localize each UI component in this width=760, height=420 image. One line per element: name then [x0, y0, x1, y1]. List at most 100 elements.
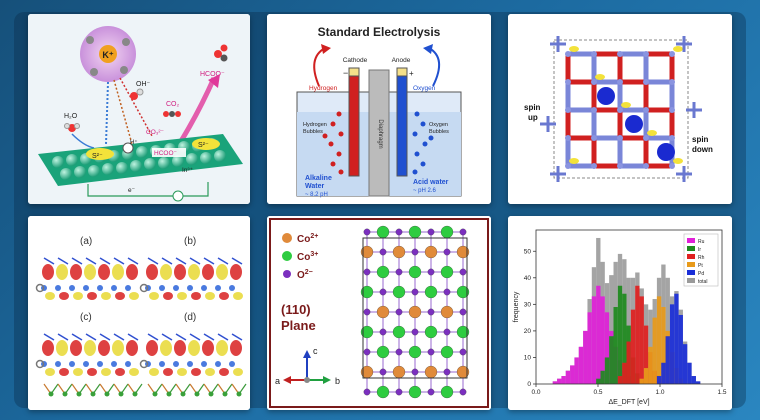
- spin-density-lobe: [595, 74, 605, 80]
- histogram-bar-pd: [682, 344, 688, 384]
- co3-atom: [424, 325, 438, 339]
- density-lobe: [191, 368, 201, 376]
- o-atom: [363, 348, 371, 356]
- histogram-bar-pd: [665, 336, 670, 384]
- density-lobe: [42, 264, 54, 280]
- density-lobe: [59, 368, 69, 376]
- o-atom: [363, 268, 371, 276]
- diaphragm: [368, 69, 390, 197]
- hydrogen-bubbles: [322, 111, 344, 175]
- legend-swatch-ir: [687, 246, 695, 251]
- spin-center-atom: [657, 143, 675, 161]
- co3-atom: [424, 285, 438, 299]
- histogram-bar-ir: [617, 285, 623, 384]
- y-tick-label: 20: [524, 328, 532, 335]
- density-lobe: [174, 264, 186, 280]
- spin-up-label-2: up: [528, 113, 538, 122]
- histogram-bar-total: [648, 309, 653, 384]
- acid-label-2: ~ pH 2.6: [413, 188, 437, 194]
- density-lobe: [70, 340, 82, 356]
- histogram-bar-pt: [661, 307, 666, 384]
- spin-lattice-svg: spin up spin down: [508, 14, 732, 204]
- o-atom: [395, 308, 403, 316]
- y-tick-label: 10: [524, 355, 532, 362]
- histogram-bar-ir: [600, 370, 605, 384]
- co3-atom: [408, 225, 422, 239]
- density-lobe: [73, 292, 83, 300]
- co3-atom: [456, 325, 470, 339]
- o-atom: [379, 248, 387, 256]
- lattice-atom: [669, 51, 675, 57]
- o-atom: [395, 228, 403, 236]
- density-lobe: [188, 264, 200, 280]
- co3-atom: [440, 265, 454, 279]
- plane-label-1: (110): [281, 302, 311, 317]
- co3-atom: [456, 285, 470, 299]
- histogram-bar-rh: [617, 376, 623, 384]
- spin-center-atom: [625, 115, 643, 133]
- o-atom: [443, 328, 451, 336]
- histogram-bar-pd: [691, 376, 696, 384]
- co2-atom: [376, 305, 390, 319]
- density-atom: [125, 361, 131, 367]
- substrate-atom: [48, 391, 54, 397]
- density-atom: [173, 285, 179, 291]
- o-atom: [459, 388, 467, 396]
- oxygen-bubbles: [412, 111, 434, 175]
- lattice-atom: [669, 135, 675, 141]
- histogram-bar-rh: [635, 285, 640, 384]
- co3-atom: [440, 225, 454, 239]
- histogram-bar-pd: [661, 362, 666, 384]
- density-lobe: [174, 340, 186, 356]
- tile-charge-density: (a) (b) (c) (d): [28, 216, 250, 410]
- density-lobe: [56, 340, 68, 356]
- histogram-bar-ru: [557, 378, 562, 384]
- legend-label-total: total: [698, 279, 707, 285]
- density-lobe: [115, 292, 125, 300]
- unit-cell-outline: [362, 237, 468, 379]
- y-tick-label: 30: [524, 302, 532, 309]
- density-lobe: [87, 368, 97, 376]
- co2-legend-label: Co2+: [297, 233, 318, 245]
- histogram-bar-ru: [583, 330, 588, 384]
- co2-atom: [392, 365, 406, 379]
- co3-legend-icon: [282, 251, 292, 261]
- density-lobe: [101, 292, 111, 300]
- co3-atom: [376, 345, 390, 359]
- density-lobe: [126, 340, 138, 356]
- density-atom: [201, 285, 207, 291]
- density-lobe: [149, 292, 159, 300]
- axis-b-label: b: [335, 376, 340, 386]
- lattice-atom: [617, 135, 623, 141]
- lattice-atom: [669, 107, 675, 113]
- co2-label: CO₂: [166, 101, 180, 108]
- co2-atom: [360, 245, 374, 259]
- lattice-atom: [591, 163, 597, 169]
- substrate-atom: [152, 391, 158, 397]
- o-legend-icon: [283, 270, 291, 278]
- o-atom: [363, 388, 371, 396]
- panel-label-d: (d): [184, 312, 196, 323]
- density-lobe: [84, 340, 96, 356]
- co3-atom: [392, 285, 406, 299]
- co3-atom: [360, 325, 374, 339]
- o-atom: [459, 228, 467, 236]
- density-lobe: [115, 368, 125, 376]
- o-atom: [411, 288, 419, 296]
- o-atom: [395, 388, 403, 396]
- density-lobe: [202, 340, 214, 356]
- lattice-atom: [617, 107, 623, 113]
- o-atom: [443, 368, 451, 376]
- in3-label: In³⁺: [182, 167, 194, 174]
- oxygen-bubbles-label-2: Bubbles: [429, 129, 449, 135]
- density-lobe: [45, 368, 55, 376]
- h2o-label: H₂O: [64, 113, 78, 120]
- density-lobe: [59, 292, 69, 300]
- diaphragm-label: Diaphragm: [377, 119, 383, 148]
- density-atom: [125, 285, 131, 291]
- density-lobe: [202, 264, 214, 280]
- lattice-atom: [617, 51, 623, 57]
- catalysis-svg: K⁺ OH⁻ CO₂ HCOO⁻ H₂O CO₃²⁻ S²⁻ S²⁻: [28, 14, 250, 204]
- lattice-atom: [617, 163, 623, 169]
- density-atom: [97, 361, 103, 367]
